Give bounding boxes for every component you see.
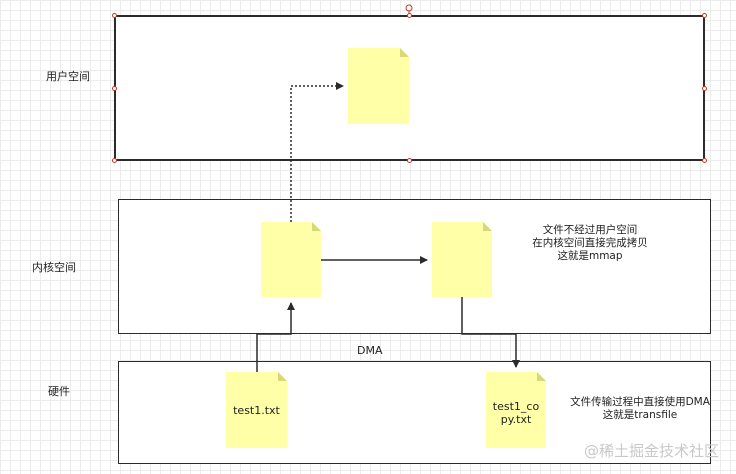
- dma-write-arrow[interactable]: [461, 297, 520, 368]
- selection-handle[interactable]: [702, 158, 707, 163]
- hardware-label: 硬件: [48, 385, 70, 398]
- kernel-space-box[interactable]: [118, 199, 711, 334]
- selection-handle[interactable]: [112, 13, 117, 18]
- rotate-handle-icon[interactable]: [405, 4, 413, 14]
- selection-handle[interactable]: [112, 86, 117, 91]
- selection-handle[interactable]: [407, 158, 412, 163]
- transfile-note-line2: 这就是transfile: [602, 409, 678, 421]
- source-file-label: test1.txt: [233, 404, 280, 417]
- kernel-space-label: 内核空间: [32, 261, 76, 274]
- mmap-note-line1: 文件不经过用户空间: [542, 224, 638, 236]
- mmap-note-line3: 这就是mmap: [557, 250, 623, 262]
- selection-handle[interactable]: [112, 158, 117, 163]
- dma-label: DMA: [357, 344, 383, 357]
- selection-handle[interactable]: [702, 86, 707, 91]
- transfile-note-line1: 文件传输过程中直接使用DMA: [570, 396, 710, 408]
- copy-file-label-line1: test1_co: [492, 400, 540, 413]
- user-space-document-icon[interactable]: [348, 48, 409, 124]
- dma-read-arrow[interactable]: [256, 302, 295, 372]
- source-file-document-icon[interactable]: [226, 372, 287, 448]
- kernel-source-document-icon[interactable]: [261, 222, 321, 297]
- mmap-note-line2: 在内核空间直接完成拷贝: [532, 237, 648, 249]
- hardware-box[interactable]: [118, 361, 711, 464]
- kernel-target-document-icon[interactable]: [432, 222, 492, 297]
- watermark: @稀土掘金技术社区: [584, 442, 720, 460]
- copy-file-document-icon[interactable]: [486, 372, 546, 448]
- dotted-connector-to-user-space[interactable]: [290, 82, 344, 222]
- selection-handle[interactable]: [702, 13, 707, 18]
- copy-file-label-line2: py.txt: [500, 413, 532, 426]
- user-space-box[interactable]: [114, 15, 705, 161]
- user-space-label: 用户空间: [46, 70, 90, 83]
